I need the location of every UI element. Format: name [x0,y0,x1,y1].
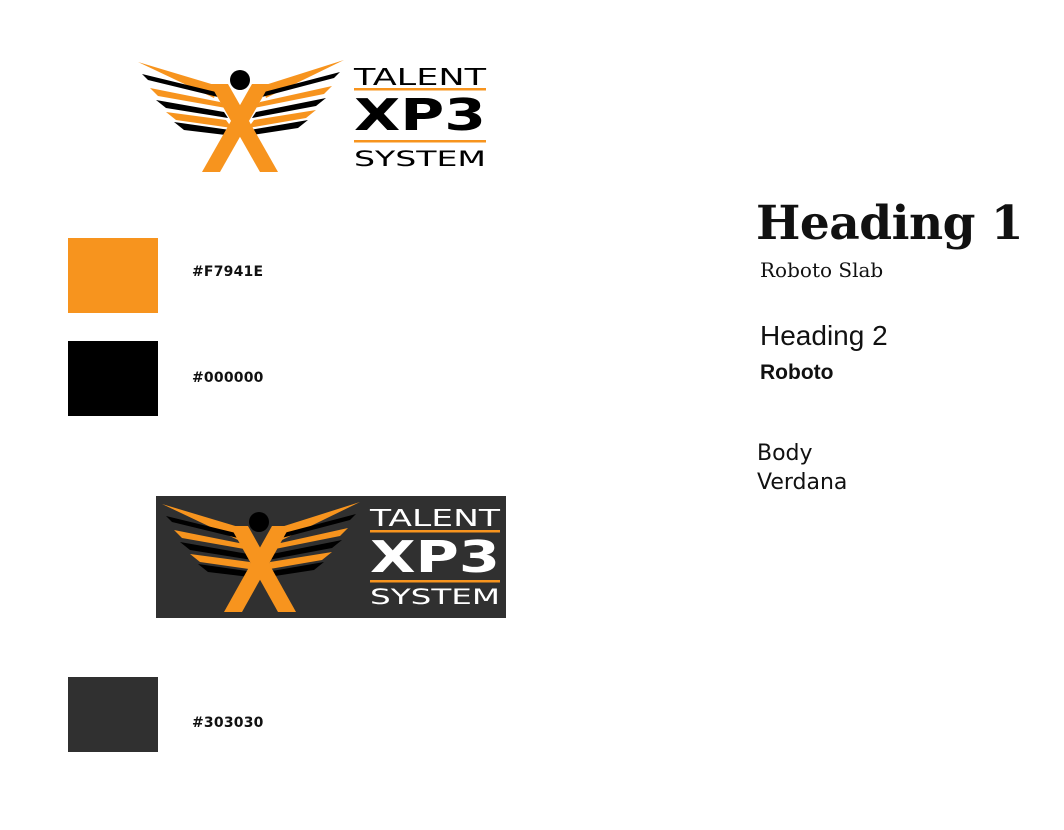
heading1-font-name: Roboto Slab [760,258,884,282]
winged-x-icon [162,502,360,612]
color-hex-orange: #F7941E [192,264,264,280]
logo-line-system: SYSTEM [354,147,486,171]
heading2-font-name: Roboto [760,361,834,384]
color-swatch-orange [68,238,158,313]
logo-line-talent: TALENT [368,506,501,532]
color-swatch-black [68,341,158,416]
logo-line-xp3: XP3 [370,532,500,583]
heading2-sample: Heading 2 [760,320,888,351]
logo-line-xp3: XP3 [354,90,486,141]
heading1-sample: Heading 1 [756,196,1024,251]
winged-x-icon [138,60,344,172]
color-hex-dark-gray: #303030 [192,715,264,731]
logo-light: TALENT XP3 SYSTEM [136,58,488,174]
logo-dark: TALENT XP3 SYSTEM [156,496,506,618]
color-swatch-dark-gray [68,677,158,752]
body-font-name: Verdana [757,470,848,495]
logo-line-talent: TALENT [352,65,487,91]
color-hex-black: #000000 [192,370,264,386]
body-sample: Body [757,441,813,466]
logo-line-system: SYSTEM [370,585,500,609]
